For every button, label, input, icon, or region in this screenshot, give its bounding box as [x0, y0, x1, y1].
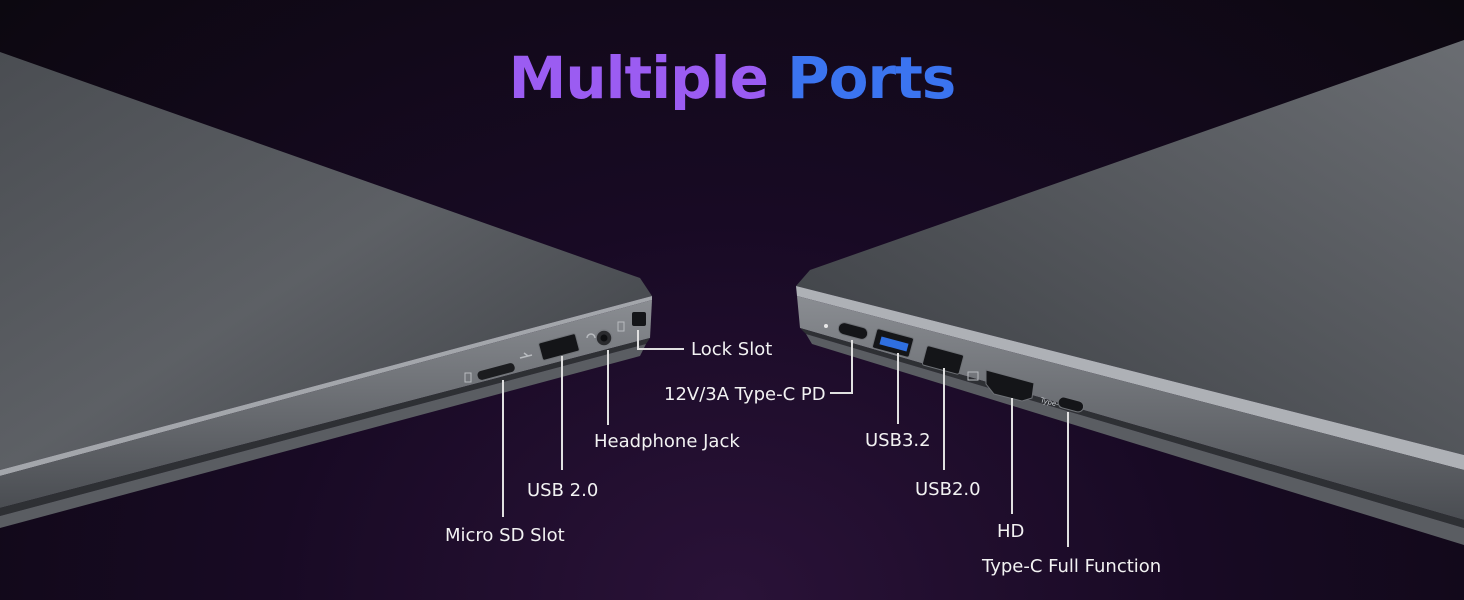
left-laptop-seam [0, 338, 650, 516]
type-c-full-port [1057, 396, 1085, 413]
lock-slot-label: Lock Slot [691, 339, 773, 360]
right-laptop-lid-edge [796, 286, 1464, 470]
right-laptop-lid [796, 40, 1464, 455]
right-laptop-side-upper [797, 296, 1464, 520]
right-laptop-side-lower [806, 334, 1464, 545]
leader-lines [502, 330, 1069, 547]
hd-label: HD [997, 521, 1025, 542]
usb-icon [519, 352, 533, 359]
lock-icon [617, 321, 625, 332]
power-led [824, 324, 828, 328]
usb-2-port [538, 333, 580, 361]
hd-port [985, 369, 1035, 402]
usb-3-2-label: USB3.2 [865, 430, 931, 451]
left-laptop-side-lower [0, 344, 646, 528]
left-laptop-side-upper [0, 300, 652, 508]
usb-2-label: USB 2.0 [527, 480, 599, 501]
type-c-full-label: Type-C Full Function [982, 556, 1162, 577]
title-word-ports: Ports [787, 44, 956, 112]
usb-2-0-label: USB2.0 [915, 479, 981, 500]
right-laptop-seam [800, 328, 1464, 528]
right-laptop: Type-C [796, 40, 1464, 545]
left-laptop [0, 52, 652, 528]
usb-3-2-port-insert [879, 336, 909, 352]
left-laptop-lid-edge [0, 296, 652, 476]
lock-slot-leader [637, 330, 684, 350]
left-laptop-lid [0, 52, 652, 470]
headphone-icon [586, 333, 596, 339]
usb-display-icon [967, 371, 979, 381]
sd-card-icon [464, 372, 472, 383]
micro-sd-slot [477, 363, 515, 380]
type-c-pd-port [837, 322, 869, 340]
usb-2-0-port [922, 345, 964, 375]
type-c-pd-leader [830, 340, 853, 394]
headphone-jack-label: Headphone Jack [594, 431, 740, 452]
lock-slot [632, 312, 646, 326]
page-title: Multiple Ports [0, 44, 1464, 112]
micro-sd-label: Micro SD Slot [445, 525, 565, 546]
type-c-pd-label: 12V/3A Type-C PD [664, 384, 826, 405]
title-word-multiple: Multiple [508, 44, 769, 112]
